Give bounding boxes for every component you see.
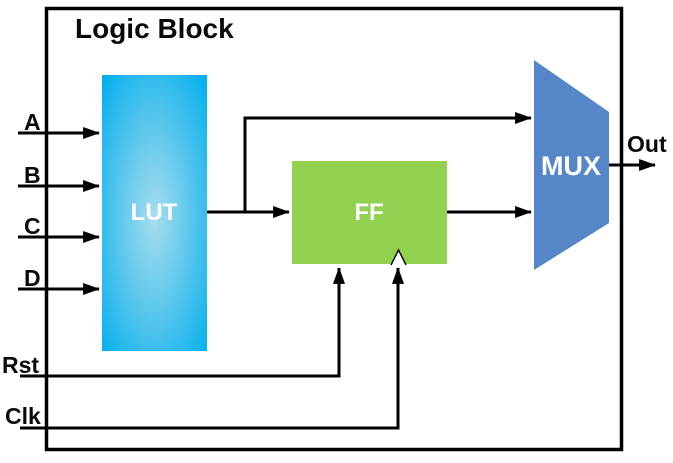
rst-wire — [20, 267, 345, 378]
out-label: Out — [627, 131, 667, 157]
clk-wire — [20, 267, 404, 430]
lut-to-mux-wire — [243, 112, 532, 212]
mux-label: MUX — [541, 151, 601, 181]
wires — [18, 112, 656, 430]
mux-block — [534, 60, 609, 270]
lut-label: LUT — [131, 199, 178, 226]
rst-label: Rst — [2, 352, 39, 378]
input-a-label: A — [24, 109, 41, 135]
input-c-label: C — [24, 213, 41, 239]
input-b-label: B — [24, 162, 41, 188]
input-d-label: D — [24, 265, 41, 291]
diagram-title: Logic Block — [75, 13, 234, 44]
ff-block — [292, 161, 447, 264]
clock-edge-icon — [390, 248, 407, 266]
clk-label: Clk — [5, 403, 41, 429]
ff-label: FF — [354, 199, 383, 226]
lut-block — [102, 75, 207, 351]
logic-block-border — [44, 6, 624, 452]
